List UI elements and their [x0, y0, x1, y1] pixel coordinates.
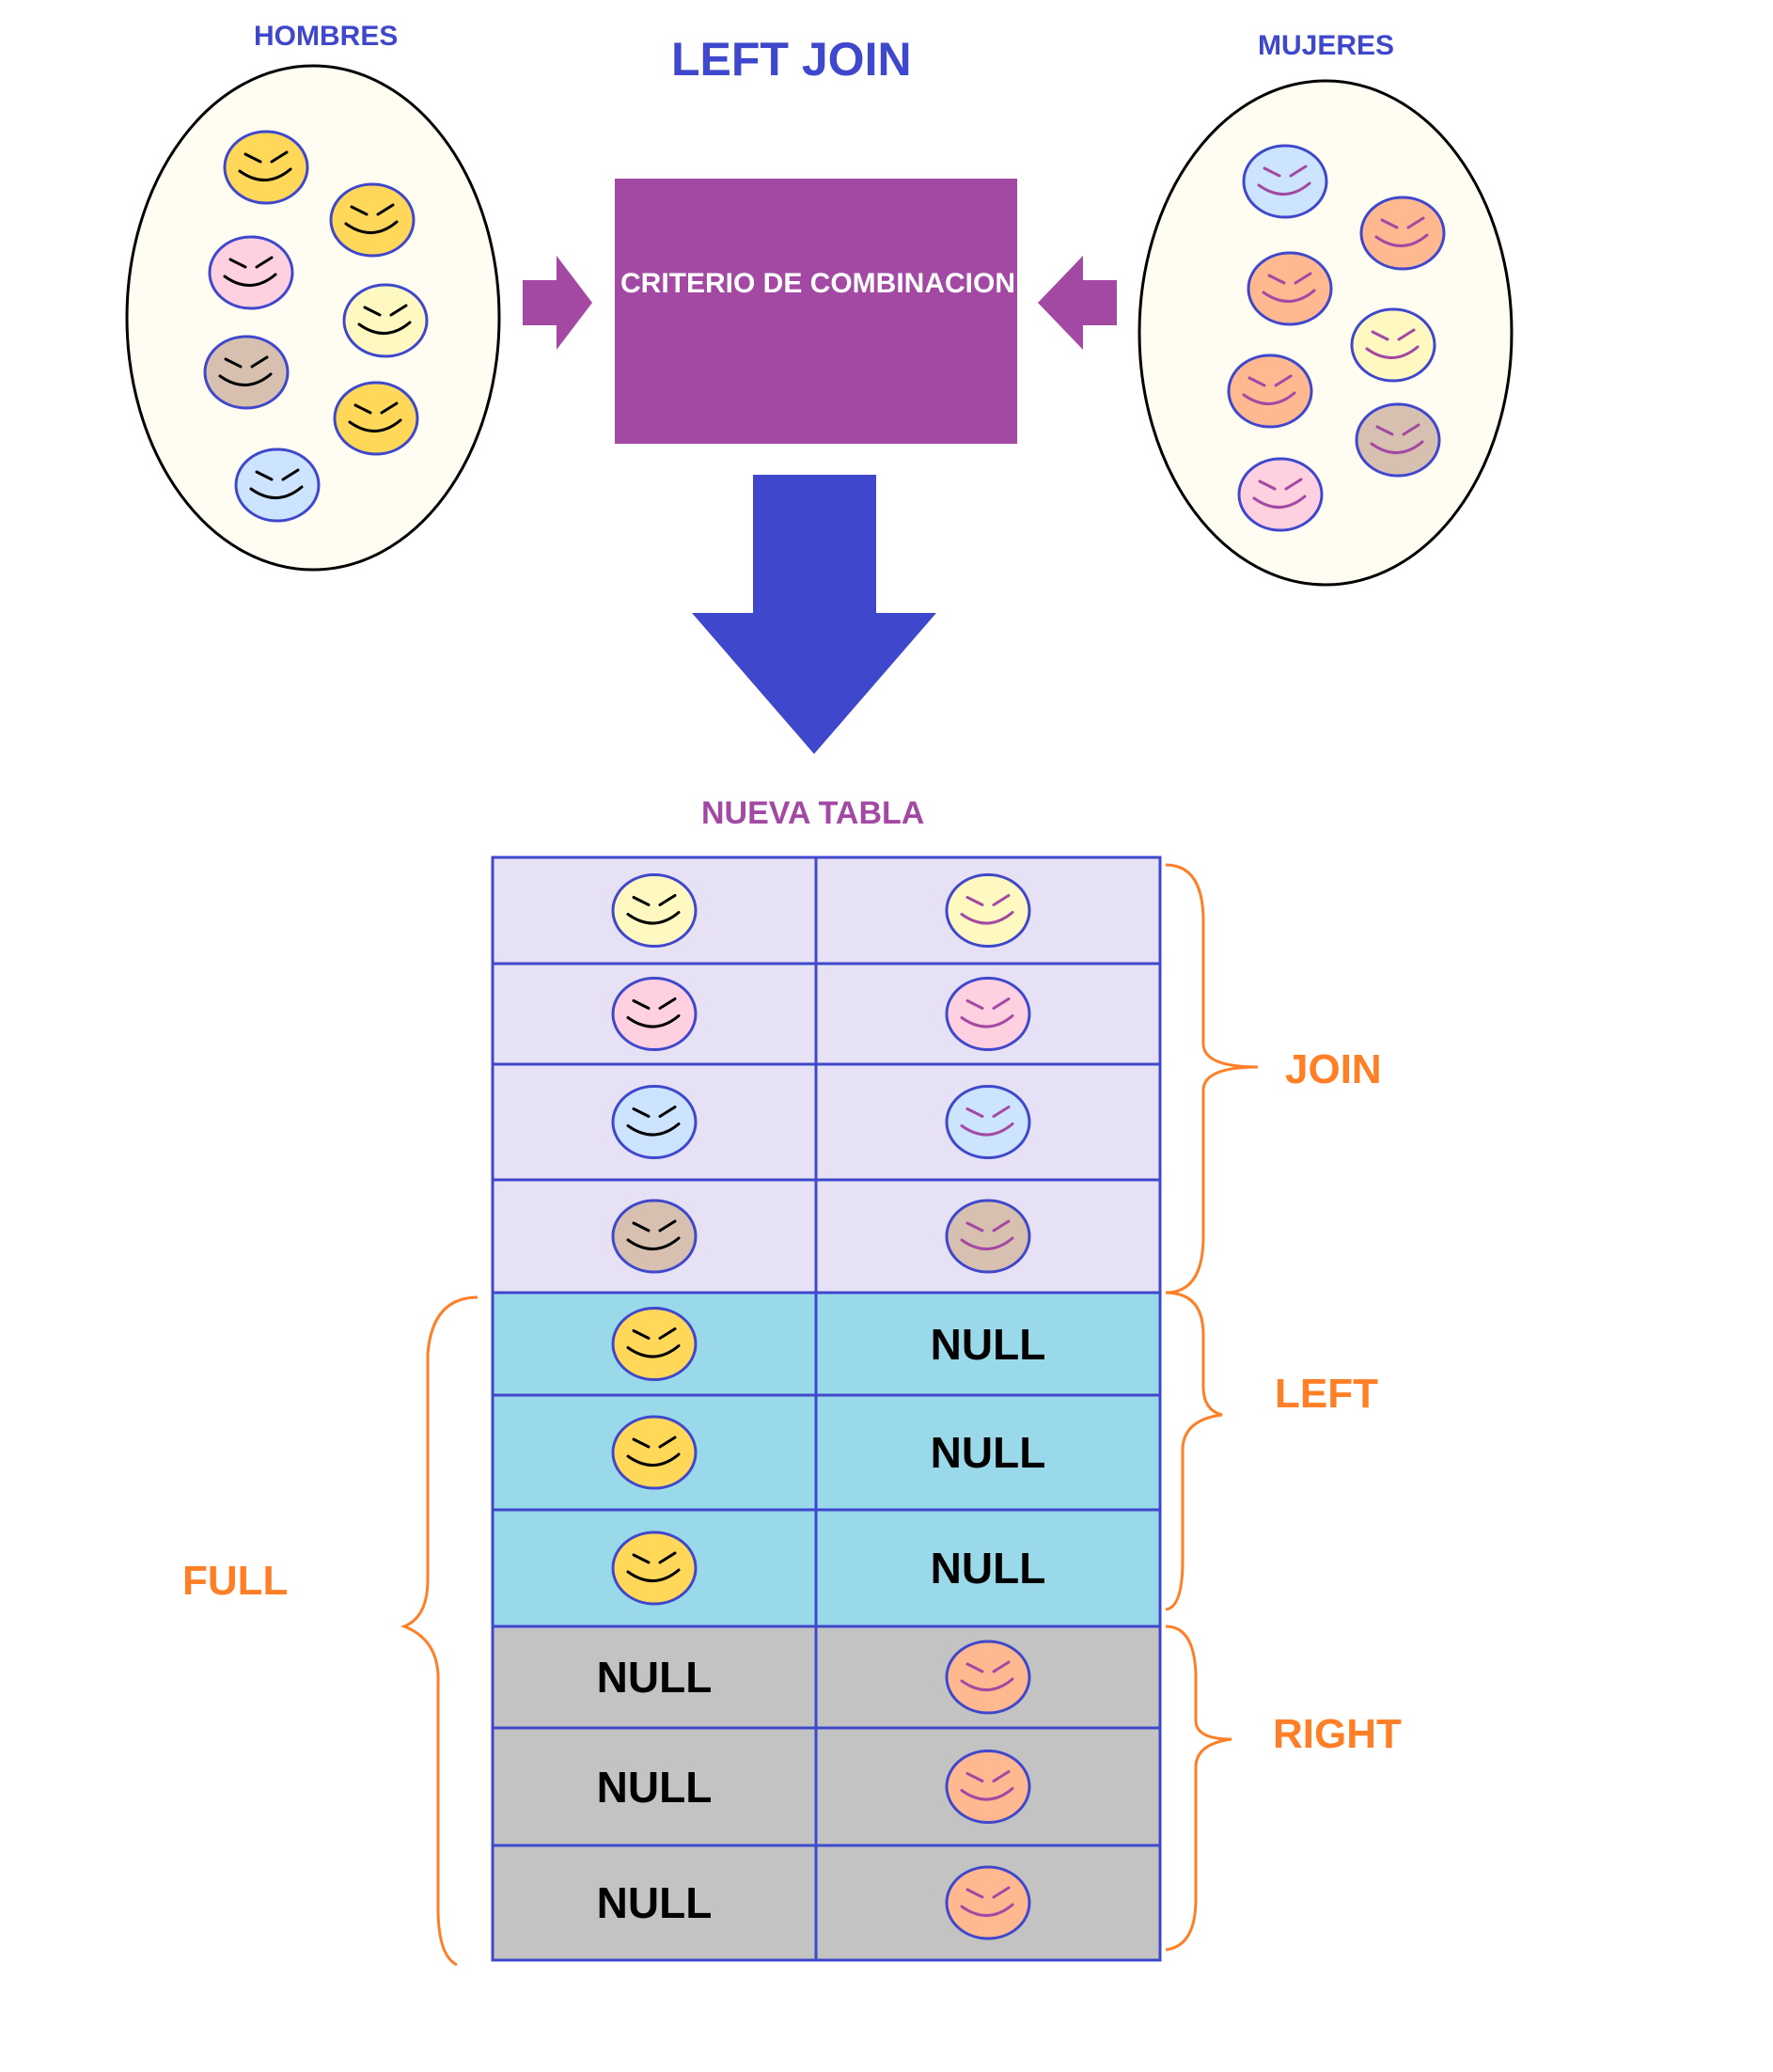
table-row [491, 1291, 1162, 1397]
arrow-right-icon [523, 256, 592, 350]
brace-right [1165, 1625, 1232, 1952]
mujeres-faces [1227, 144, 1446, 532]
hombres-label: HOMBRES [254, 21, 399, 52]
row-hombre-face-icon [611, 1307, 698, 1381]
hombre-face-icon [208, 235, 294, 310]
row-mujer-face-icon [945, 1865, 1031, 1940]
mujer-face-icon [1242, 144, 1328, 219]
table-row [491, 962, 1162, 1066]
mujer-face-icon [1247, 251, 1333, 326]
table-row [491, 855, 1162, 965]
row-mujer-face-icon [945, 873, 1031, 948]
mujer-face-icon [1227, 353, 1313, 429]
null-value: NULL [596, 1653, 713, 1702]
row-mujer-face-icon [945, 1199, 1031, 1274]
row-hombre-face-icon [611, 1085, 698, 1159]
row-mujer-face-icon [945, 977, 1031, 1051]
mujer-face-icon [1355, 402, 1441, 478]
row-hombre-face-icon [611, 1415, 698, 1490]
null-value: NULL [930, 1544, 1046, 1593]
row-mujer-face-icon [945, 1640, 1031, 1715]
table-row [491, 1178, 1162, 1295]
table-row [491, 1844, 1162, 1962]
mujer-face-icon [1237, 457, 1324, 532]
null-value: NULL [596, 1878, 713, 1927]
hombre-face-icon [203, 335, 290, 410]
hombres-faces [203, 130, 429, 523]
brace-right-label: RIGHT [1273, 1711, 1402, 1757]
hombre-face-icon [234, 447, 321, 523]
row-hombre-face-icon [611, 873, 698, 948]
row-hombre-face-icon [611, 977, 698, 1051]
mujer-face-icon [1350, 307, 1436, 383]
result-table-title: NUEVA TABLA [701, 795, 925, 831]
criteria-box [615, 179, 1017, 444]
criteria-box-label: CRITERIO DE COMBINACION [620, 268, 1015, 299]
table-row [491, 1726, 1162, 1847]
arrow-down-icon [692, 475, 936, 754]
brace-full-label: FULL [182, 1558, 289, 1604]
table-row [491, 1393, 1162, 1512]
mujeres-label: MUJERES [1258, 30, 1395, 61]
hombre-face-icon [223, 130, 309, 205]
null-value: NULL [596, 1762, 713, 1812]
brace-left-label: LEFT [1275, 1371, 1378, 1417]
row-mujer-face-icon [945, 1085, 1031, 1159]
null-value: NULL [930, 1319, 1046, 1369]
result-table [491, 855, 1162, 1962]
table-row [491, 1062, 1162, 1182]
brace-join-label: JOIN [1285, 1046, 1382, 1092]
brace-join [1165, 863, 1259, 1295]
mujeres-set [1138, 79, 1514, 587]
brace-full [400, 1295, 479, 1967]
arrow-left-icon [1038, 256, 1117, 350]
row-hombre-face-icon [611, 1199, 698, 1274]
brace-left [1165, 1291, 1223, 1611]
hombre-face-icon [329, 182, 416, 258]
row-mujer-face-icon [945, 1750, 1031, 1824]
hombre-face-icon [342, 283, 429, 358]
row-hombre-face-icon [611, 1530, 698, 1606]
hombre-face-icon [333, 381, 419, 456]
table-row [491, 1508, 1162, 1628]
null-value: NULL [930, 1428, 1046, 1477]
page-title: LEFT JOIN [671, 33, 912, 86]
mujer-face-icon [1359, 196, 1446, 271]
